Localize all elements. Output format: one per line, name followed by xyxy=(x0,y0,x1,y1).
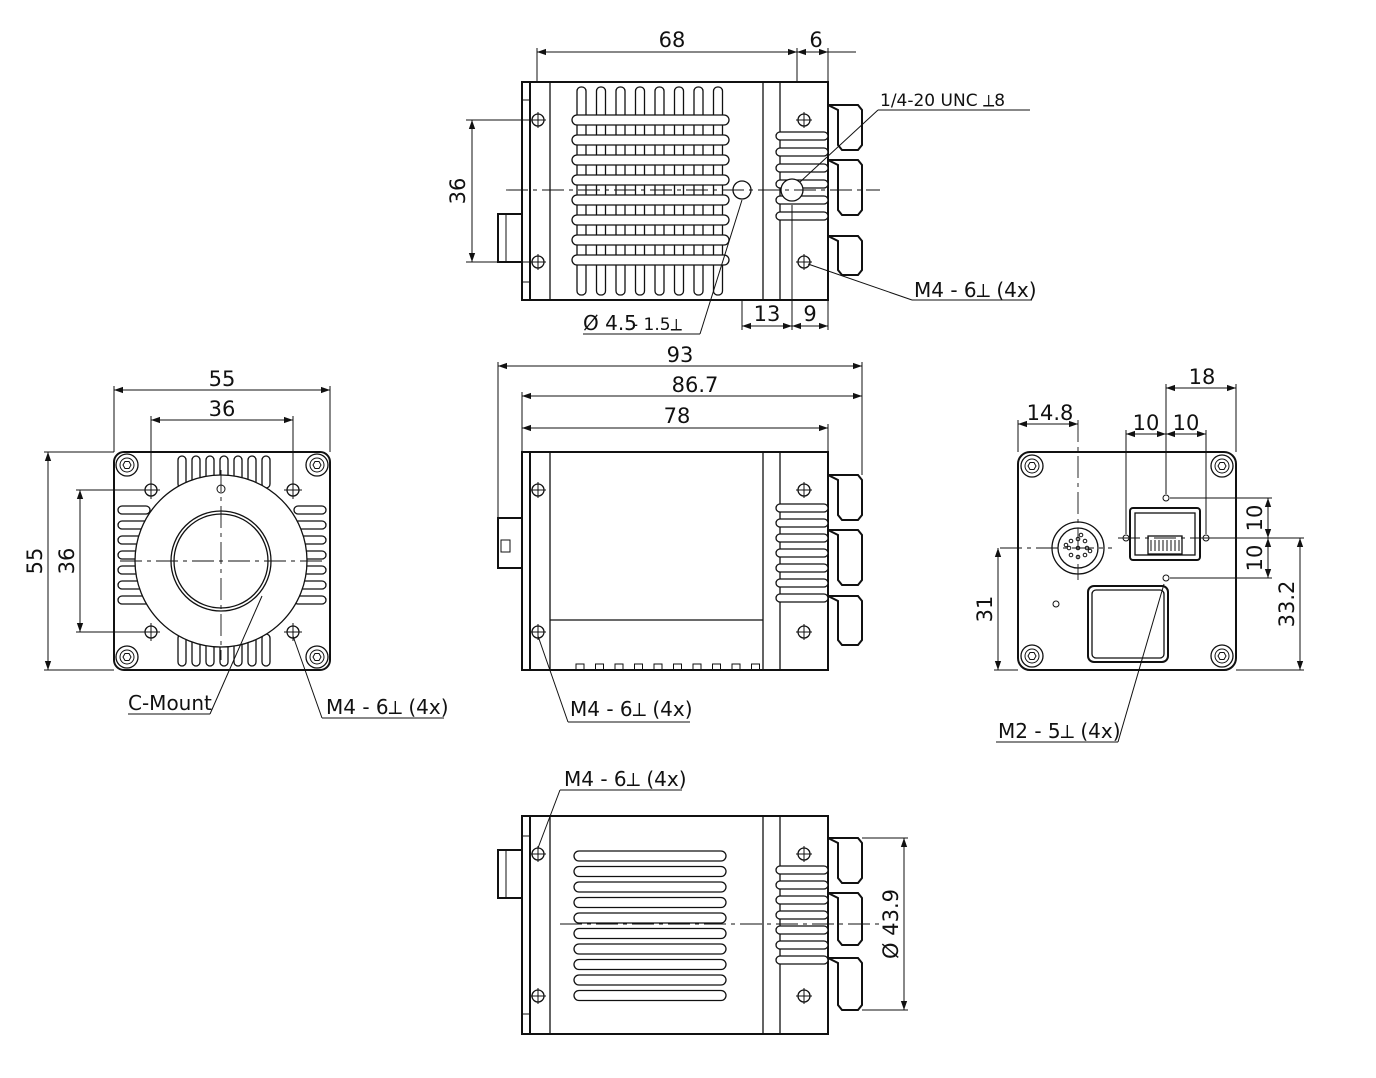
top-note-thread: 1/4-20 UNC ⟂8 xyxy=(880,91,1005,111)
rear-note-m2: M2 - 5⟂ (4x) xyxy=(998,719,1121,743)
front-dim-inner-height: 36 xyxy=(55,548,79,575)
bottom-view-body xyxy=(497,815,880,1035)
side-view-notches xyxy=(575,663,760,671)
rear-view-body xyxy=(1000,420,1237,671)
rear-dim-14-8: 14.8 xyxy=(1027,401,1074,425)
rear-dim-10a: 10 xyxy=(1133,411,1160,435)
top-note-m4: M4 - 6⟂ (4x) xyxy=(914,278,1037,302)
side-dim-86-7: 86.7 xyxy=(672,373,719,397)
side-view-body xyxy=(497,451,863,671)
top-view-dimensions: 68 6 36 13 9 1/4-20 UNC ⟂8 Ø 4.5 - 1.5⟂ … xyxy=(446,28,1037,335)
rear-view: 14.8 10 10 18 10 10 33.2 31 xyxy=(973,365,1304,743)
side-view-rear-slots xyxy=(775,503,829,603)
top-dim-a: 13 xyxy=(754,302,781,326)
front-dim-inner-width: 36 xyxy=(209,397,236,421)
front-view: 55 36 55 36 C-Mount M4 - 6⟂ (4x) xyxy=(23,367,449,719)
bottom-note-m4: M4 - 6⟂ (4x) xyxy=(564,767,687,791)
bottom-dim-diameter: Ø 43.9 xyxy=(879,889,903,959)
top-note-hole: Ø 4.5 xyxy=(583,311,637,335)
side-note-m4: M4 - 6⟂ (4x) xyxy=(570,697,693,721)
top-dim-height: 36 xyxy=(446,178,470,205)
bottom-view: M4 - 6⟂ (4x) Ø 43.9 xyxy=(497,767,908,1035)
rear-view-dimensions: 14.8 10 10 18 10 10 33.2 31 xyxy=(973,365,1304,743)
front-view-m4-holes xyxy=(142,481,302,641)
front-view-body xyxy=(113,451,331,671)
rear-dim-10b: 10 xyxy=(1173,411,1200,435)
side-dim-78: 78 xyxy=(664,404,691,428)
bottom-view-slots xyxy=(573,850,727,1002)
front-view-corner-screws xyxy=(115,453,329,669)
rear-view-rj45-pins xyxy=(1150,540,1180,551)
front-label-mount: C-Mount xyxy=(128,691,212,715)
top-dim-flange: 6 xyxy=(809,28,822,52)
rear-dim-33-2: 33.2 xyxy=(1275,581,1299,628)
top-view-body xyxy=(497,81,880,301)
top-note-hole-depth: - 1.5⟂ xyxy=(632,315,683,335)
side-dim-93: 93 xyxy=(667,343,694,367)
front-dim-width: 55 xyxy=(209,367,236,391)
rear-dim-v10b: 10 xyxy=(1243,545,1267,572)
top-dim-b: 9 xyxy=(803,302,816,326)
bottom-view-rear-slots xyxy=(775,865,829,965)
rear-view-corner-screws xyxy=(1020,454,1234,668)
top-dim-length: 68 xyxy=(659,28,686,52)
rear-dim-31: 31 xyxy=(973,596,997,623)
side-view-dimensions: 93 86.7 78 M4 - 6⟂ (4x) xyxy=(497,343,863,723)
front-view-dimensions: 55 36 55 36 C-Mount M4 - 6⟂ (4x) xyxy=(23,367,449,719)
top-view-fins xyxy=(576,86,724,296)
side-view: 93 86.7 78 M4 - 6⟂ (4x) xyxy=(497,343,863,723)
top-view-slots xyxy=(571,114,730,266)
rear-view-connector-pins xyxy=(1063,532,1093,560)
front-note-m4: M4 - 6⟂ (4x) xyxy=(326,695,449,719)
rear-dim-18: 18 xyxy=(1189,365,1216,389)
front-dim-height: 55 xyxy=(23,548,47,575)
top-view: 68 6 36 13 9 1/4-20 UNC ⟂8 Ø 4.5 - 1.5⟂ … xyxy=(446,28,1037,335)
top-view-rear-slots xyxy=(775,131,829,221)
rear-dim-v10a: 10 xyxy=(1243,505,1267,532)
bottom-view-dimensions: M4 - 6⟂ (4x) Ø 43.9 xyxy=(537,767,908,1011)
